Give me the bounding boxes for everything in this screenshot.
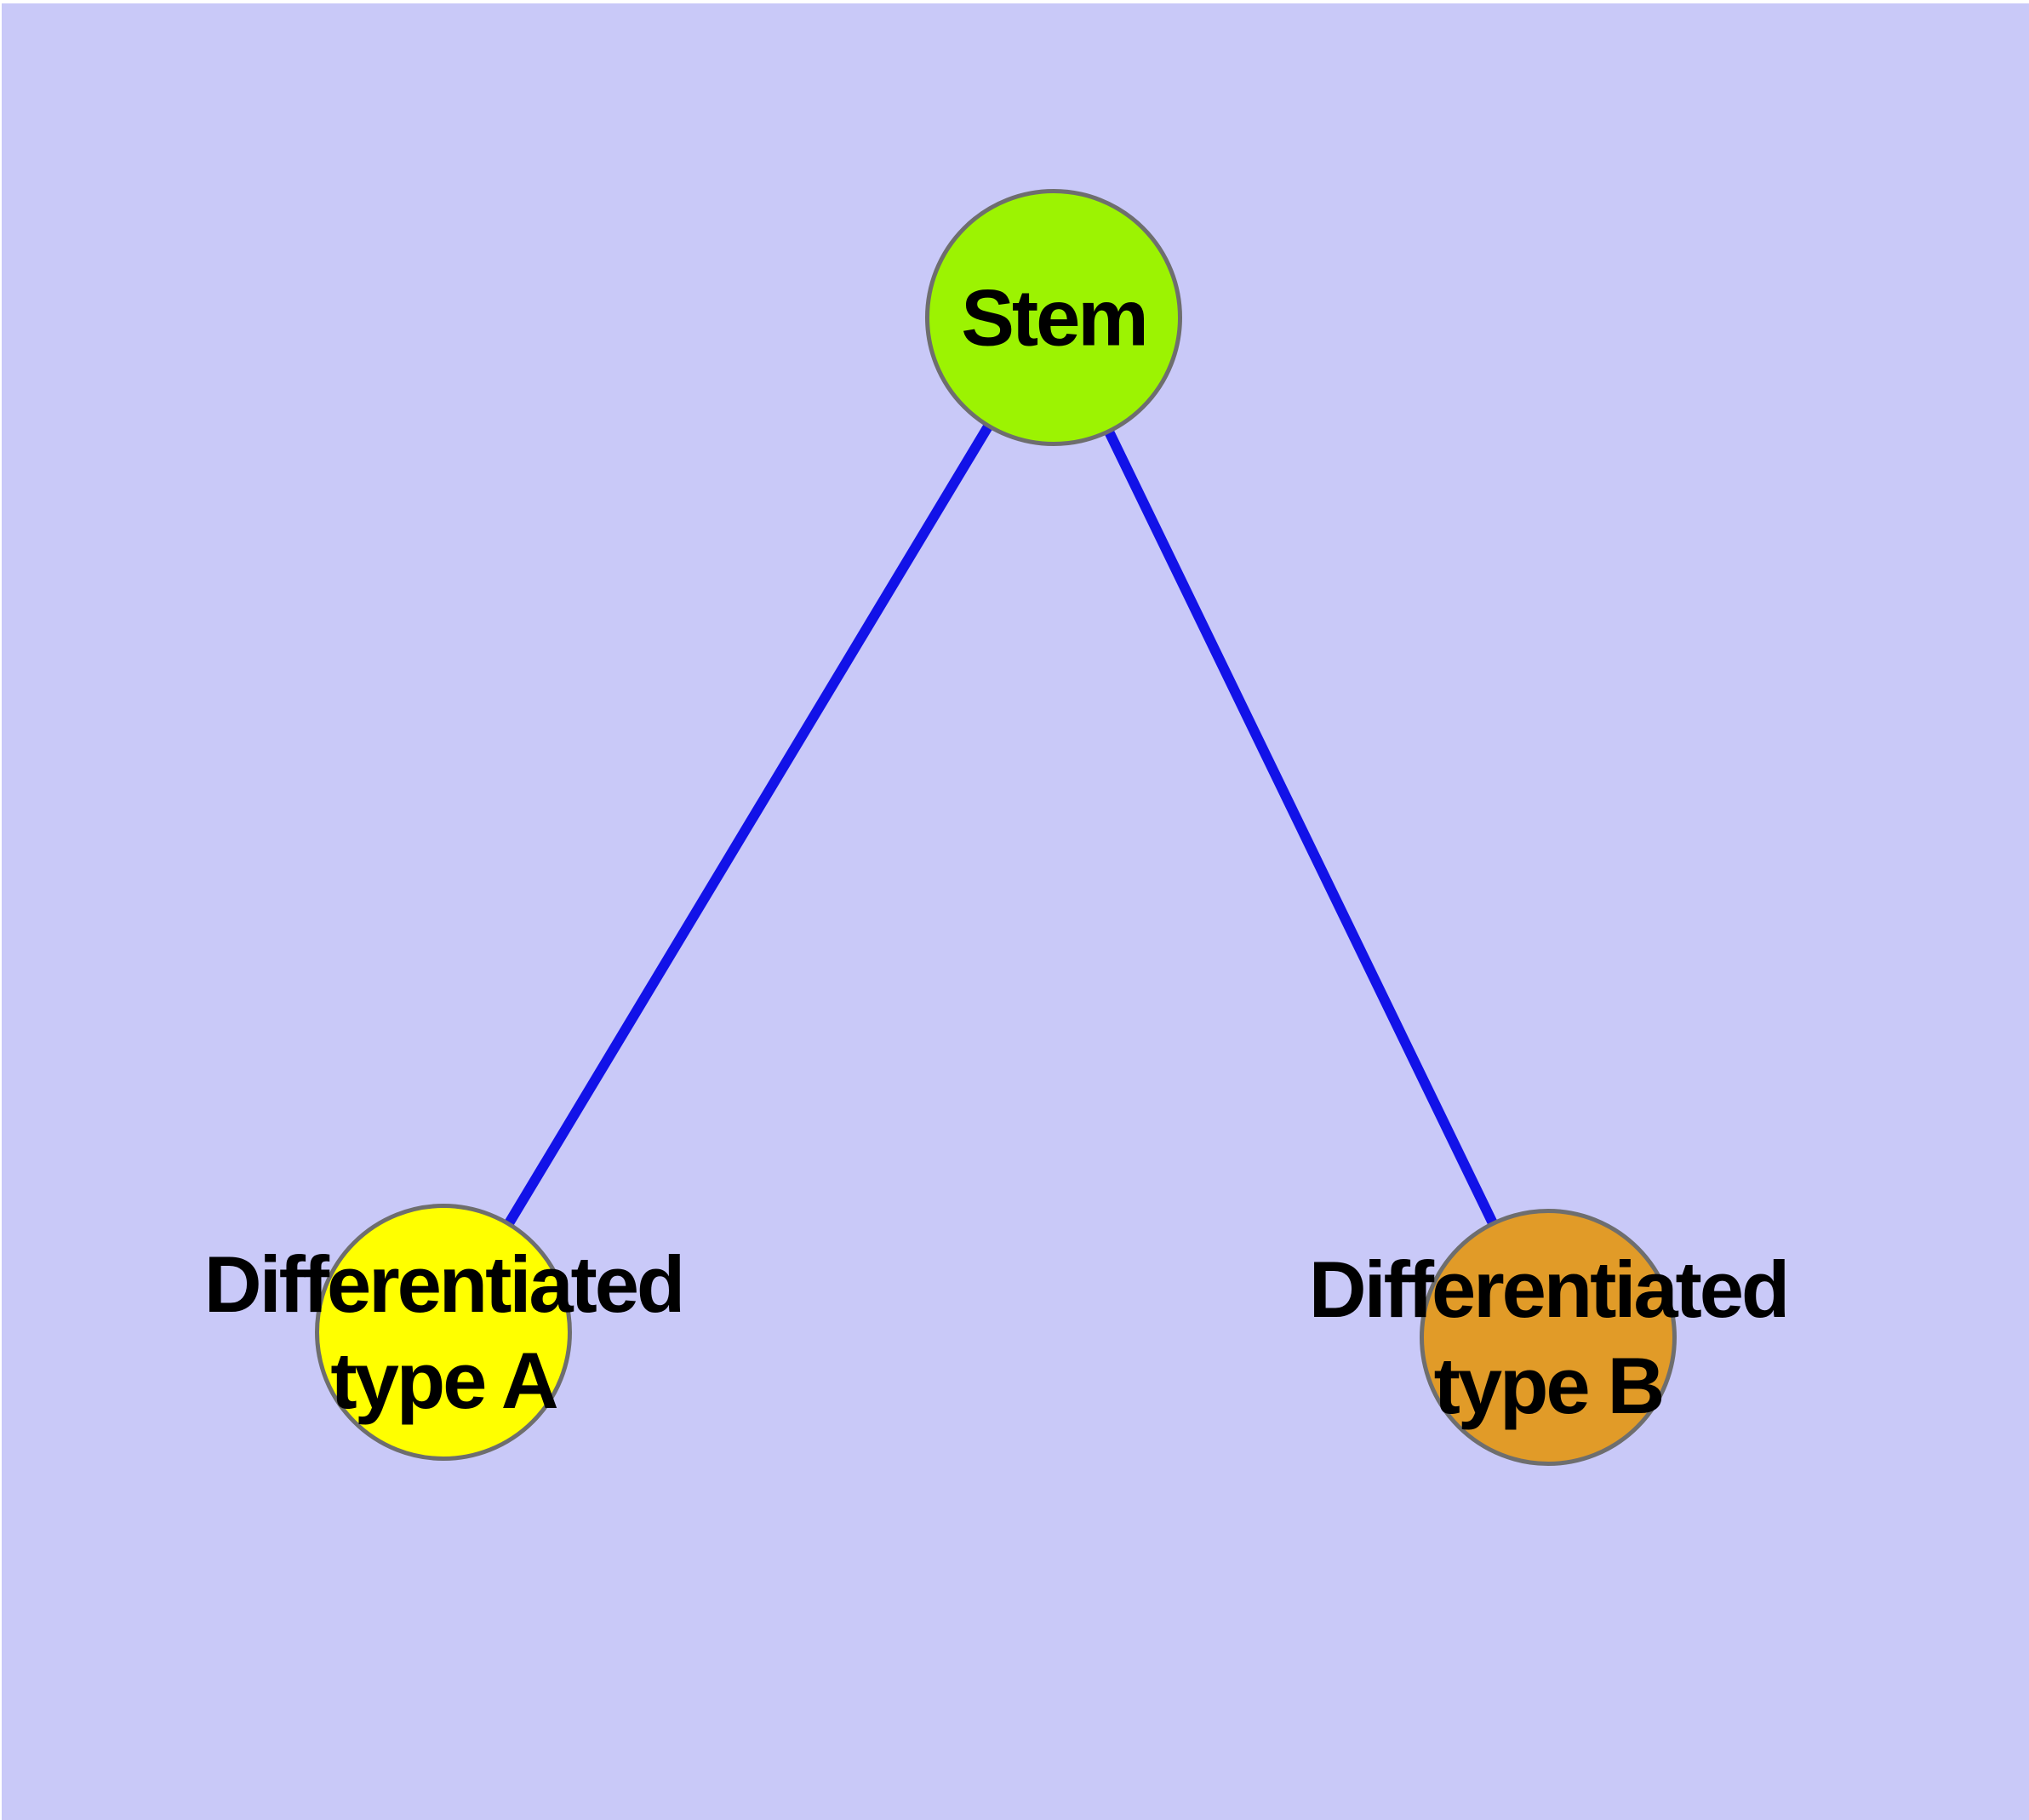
differentiated-type-b-node: [1420, 1209, 1677, 1466]
top-margin-strip: [0, 0, 2029, 3]
stem-node-label: Stem: [961, 272, 1149, 363]
left-margin-strip: [0, 0, 2, 1820]
edge-stem-to-type-a: [438, 314, 1059, 1336]
edge-stem-to-type-b: [1049, 315, 1553, 1340]
stem-node: [925, 189, 1182, 446]
differentiated-type-a-node: [315, 1204, 572, 1461]
differentiated-type-a-label: Differentiated type A: [203, 1239, 686, 1425]
differentiated-type-b-label: Differentiated type B: [1308, 1245, 1791, 1430]
